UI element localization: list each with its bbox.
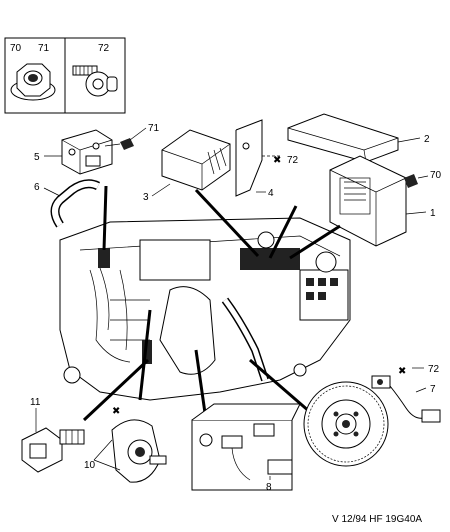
part-7-sensor: ✖	[371, 366, 441, 423]
callouts: 71 5 6 3 72 4 2 70 1 11 10 8 72	[30, 123, 442, 493]
part-11-sensor	[21, 427, 85, 473]
part-5-bracket	[61, 129, 134, 175]
callout-8: 8	[266, 482, 272, 493]
nut-70-mark	[404, 174, 418, 188]
part-2-cover	[287, 113, 399, 163]
callout-3: 3	[143, 192, 149, 203]
callout-71: 71	[148, 123, 160, 134]
x-mark-icon: ✖	[273, 155, 281, 166]
part-10-sensor: ✖	[111, 406, 167, 483]
callout-11: 11	[30, 397, 41, 408]
legend-label-71: 71	[38, 43, 50, 54]
x-mark-icon: ✖	[398, 366, 406, 377]
part-3-relay	[161, 129, 231, 191]
callout-1: 1	[430, 208, 436, 219]
leader-lines	[82, 185, 341, 422]
part-4-bracket: ✖	[235, 119, 282, 197]
callout-72-lower: 72	[428, 364, 440, 375]
fastener-legend-box: 70 71 72	[4, 37, 126, 114]
part-8-connectors	[191, 403, 301, 491]
callout-2: 2	[424, 134, 430, 145]
legend-label-72: 72	[98, 43, 110, 54]
diagram-caption: V 12/94 HF 19G40A	[332, 514, 422, 525]
x-mark-icon: ✖	[112, 406, 120, 417]
screw-icon	[72, 65, 118, 97]
legend-label-70: 70	[10, 43, 22, 54]
part-1-control-unit	[329, 155, 418, 247]
nut-71-mark	[120, 138, 134, 150]
callout-7: 7	[430, 384, 436, 395]
callout-6: 6	[34, 182, 40, 193]
engine-bay	[59, 217, 351, 401]
callout-5: 5	[34, 152, 40, 163]
callout-72-upper: 72	[287, 155, 299, 166]
callout-4: 4	[268, 188, 274, 199]
callout-70: 70	[430, 170, 442, 181]
callout-10: 10	[84, 460, 96, 471]
flange-nut-icon	[10, 63, 56, 101]
flywheel	[303, 381, 389, 467]
